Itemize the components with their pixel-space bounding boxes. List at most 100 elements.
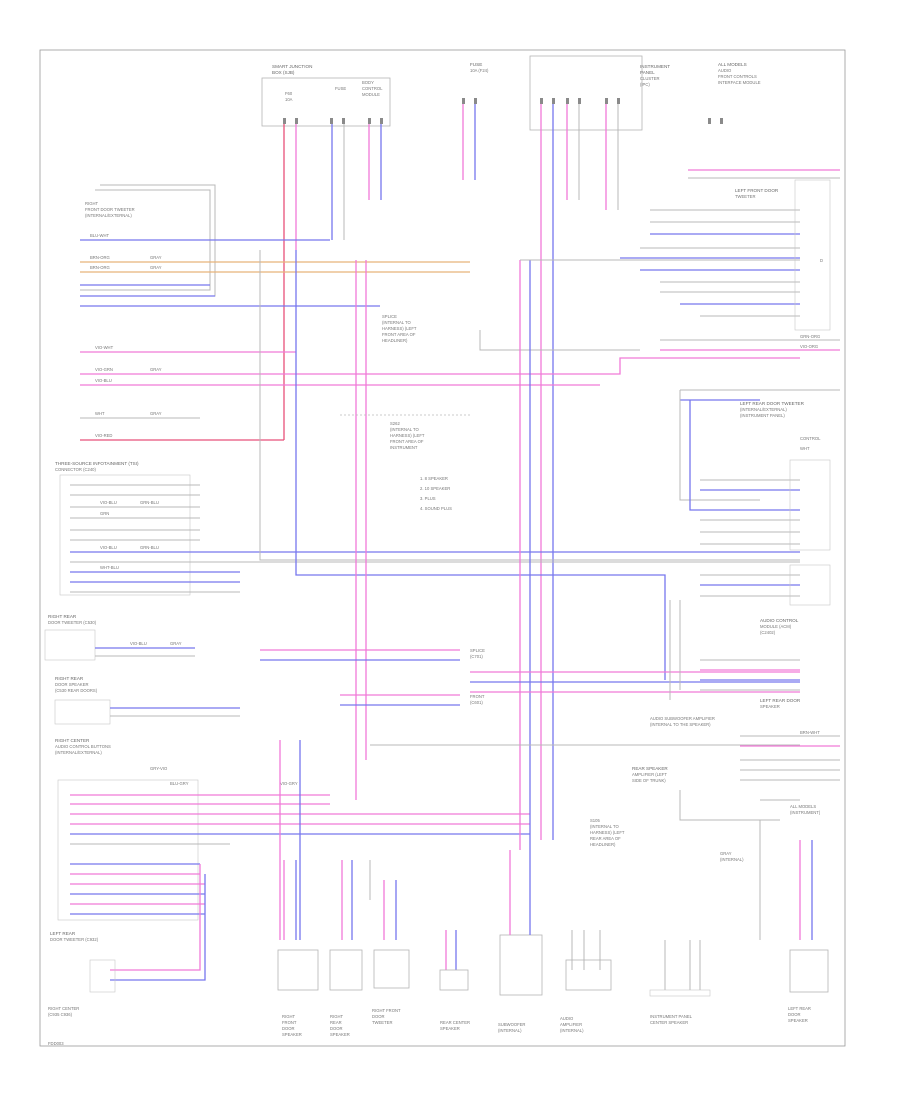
svg-text:REAR: REAR [330, 1020, 342, 1025]
svg-text:GRAY: GRAY [720, 851, 732, 856]
svg-text:(C701): (C701) [470, 654, 483, 659]
svg-text:RIGHT FRONT: RIGHT FRONT [372, 1008, 401, 1013]
svg-text:(C2402): (C2402) [760, 630, 776, 635]
svg-text:RIGHT: RIGHT [330, 1014, 343, 1019]
svg-text:GRAY: GRAY [150, 255, 162, 260]
svg-text:LEFT REAR: LEFT REAR [50, 931, 76, 936]
svg-text:2. 10 SPEAKER: 2. 10 SPEAKER [420, 486, 450, 491]
svg-text:SIDE OF TRUNK): SIDE OF TRUNK) [632, 778, 666, 783]
svg-text:GRY-VIO: GRY-VIO [150, 766, 168, 771]
svg-text:(INSTRUMENT PANEL): (INSTRUMENT PANEL) [740, 413, 785, 418]
svg-text:FUSE: FUSE [470, 62, 482, 67]
svg-text:FRONT: FRONT [470, 694, 485, 699]
left-lower-harness: RIGHT CENTER AUDIO CONTROL BUTTONS (INTE… [55, 738, 530, 981]
svg-text:SPEAKER: SPEAKER [282, 1032, 302, 1037]
svg-text:RIGHT CENTER: RIGHT CENTER [55, 738, 90, 743]
svg-text:VIO-BLU: VIO-BLU [100, 500, 117, 505]
svg-text:FRONT DOOR TWEETER: FRONT DOOR TWEETER [85, 207, 135, 212]
right-speaker-block-lower: AUDIO CONTROL MODULE (ACM) (C2402) LEFT … [669, 564, 840, 781]
svg-text:CLUSTER: CLUSTER [640, 76, 660, 81]
bottom-component-ip-center-speaker: INSTRUMENT PANEL CENTER SPEAKER [649, 940, 711, 1025]
svg-text:DOOR TWEETER (C932): DOOR TWEETER (C932) [50, 937, 99, 942]
svg-text:(INTERNAL): (INTERNAL) [720, 857, 744, 862]
center-bus: SPLICE (INTERNAL TO HARNESS) (LEFT FRONT… [259, 250, 800, 850]
svg-text:(C530 REAR DOORS): (C530 REAR DOORS) [55, 688, 98, 693]
svg-text:REAR SPEAKER: REAR SPEAKER [632, 766, 668, 771]
svg-text:1. 8 SPEAKER: 1. 8 SPEAKER [420, 476, 448, 481]
svg-text:GRAY: GRAY [150, 265, 162, 270]
svg-text:3. PLUS: 3. PLUS [420, 496, 436, 501]
svg-text:GRN-BLU: GRN-BLU [140, 545, 159, 550]
svg-text:HARNESS) (LEFT: HARNESS) (LEFT [390, 433, 425, 438]
svg-text:10A: 10A [285, 97, 293, 102]
svg-text:BOX (SJB): BOX (SJB) [272, 70, 295, 75]
svg-text:AUDIO CONTROL: AUDIO CONTROL [760, 618, 799, 623]
svg-text:PANEL: PANEL [640, 70, 655, 75]
bottom-component-left-rear-speaker: LEFT REAR DOOR SPEAKER [788, 840, 829, 1023]
svg-text:RIGHT REAR: RIGHT REAR [55, 676, 84, 681]
svg-text:DOOR: DOOR [788, 1012, 801, 1017]
svg-text:SPLICE: SPLICE [382, 314, 397, 319]
svg-text:DOOR: DOOR [282, 1026, 295, 1031]
svg-text:HEADLINER): HEADLINER) [382, 338, 408, 343]
svg-text:DOOR: DOOR [330, 1026, 343, 1031]
svg-text:(INTERNAL TO THE SPEAKER): (INTERNAL TO THE SPEAKER) [650, 722, 711, 727]
top-connector-instrument-panel: INSTRUMENT PANEL CLUSTER (IPC) [529, 55, 670, 131]
svg-text:INTERFACE MODULE: INTERFACE MODULE [718, 80, 761, 85]
bottom-component-right-front-tweeter: RIGHT FRONT DOOR TWEETER [372, 880, 410, 1025]
svg-text:GRN-BLU: GRN-BLU [140, 500, 159, 505]
svg-text:TWEETER: TWEETER [735, 194, 755, 199]
left-mid-harness: VIO-WHT VIO-GRN VIO-BLU WHT VIO-RED GRAY… [80, 345, 800, 441]
svg-text:BODY: BODY [362, 80, 374, 85]
svg-text:HEADLINER): HEADLINER) [590, 842, 616, 847]
svg-text:VIO-ORG: VIO-ORG [800, 344, 818, 349]
bottom-component-rear-center-speaker: REAR CENTER SPEAKER [439, 930, 470, 1031]
svg-text:LEFT REAR: LEFT REAR [788, 1006, 811, 1011]
svg-text:VIO-WHT: VIO-WHT [95, 345, 114, 350]
svg-text:GRAY: GRAY [150, 367, 162, 372]
svg-text:VIO-BLU: VIO-BLU [130, 641, 147, 646]
svg-text:FRONT: FRONT [282, 1020, 297, 1025]
svg-text:10A (F24): 10A (F24) [470, 68, 489, 73]
svg-text:SPEAKER: SPEAKER [760, 704, 780, 709]
svg-text:VIO-GRN: VIO-GRN [95, 367, 113, 372]
svg-text:4. SOUND PLUS: 4. SOUND PLUS [420, 506, 452, 511]
svg-text:(INTERNAL/EXTERNAL): (INTERNAL/EXTERNAL) [55, 750, 102, 755]
svg-text:(INSTRUMENT): (INSTRUMENT) [790, 810, 821, 815]
svg-text:INSTRUMENT PANEL: INSTRUMENT PANEL [650, 1014, 693, 1019]
left-rear-speaker-block: RIGHT REAR DOOR SPEAKER (C530 REAR DOORS… [54, 676, 240, 725]
svg-text:HARNESS) (LEFT: HARNESS) (LEFT [382, 326, 417, 331]
svg-text:(INTERNAL TO: (INTERNAL TO [390, 427, 420, 432]
svg-text:(C935 C936): (C935 C936) [48, 1012, 73, 1017]
svg-text:HARNESS) (LEFT: HARNESS) (LEFT [590, 830, 625, 835]
svg-text:FRONT CONTROLS: FRONT CONTROLS [718, 74, 757, 79]
right-amp-area: REAR SPEAKER AMPLIFIER (LEFT SIDE OF TRU… [590, 766, 821, 862]
svg-text:(INTERNAL TO: (INTERNAL TO [382, 320, 412, 325]
svg-text:(IPC): (IPC) [640, 82, 650, 87]
svg-text:(INTERNAL/EXTERNAL): (INTERNAL/EXTERNAL) [85, 213, 132, 218]
svg-text:BRN-ORG: BRN-ORG [90, 265, 110, 270]
top-connector-fuse-block: SMART JUNCTION BOX (SJB) F60 10A FUSE BO… [261, 64, 391, 127]
right-tweeter-block: LEFT FRONT DOOR TWEETER D [620, 169, 840, 331]
svg-text:CONTROL: CONTROL [800, 436, 821, 441]
figure-code: FDD003 [48, 1041, 64, 1046]
svg-text:BLU-GRY: BLU-GRY [170, 781, 189, 786]
svg-text:MODULE (ACM): MODULE (ACM) [760, 624, 792, 629]
diagram-frame [39, 49, 846, 1047]
svg-text:LEFT REAR DOOR: LEFT REAR DOOR [760, 698, 801, 703]
svg-text:RIGHT: RIGHT [85, 201, 98, 206]
svg-text:GRAY: GRAY [170, 641, 182, 646]
svg-text:REAR AREA OF: REAR AREA OF [590, 836, 621, 841]
svg-text:WHT-BLU: WHT-BLU [100, 565, 119, 570]
svg-text:ALL MODELS: ALL MODELS [790, 804, 816, 809]
svg-text:CONTROL: CONTROL [362, 86, 383, 91]
svg-text:F60: F60 [285, 91, 293, 96]
svg-text:SPEAKER: SPEAKER [440, 1026, 460, 1031]
svg-text:INSTRUMENT: INSTRUMENT [640, 64, 670, 69]
svg-text:AMPLIFIER: AMPLIFIER [560, 1022, 582, 1027]
svg-text:(INTERNAL): (INTERNAL) [560, 1028, 584, 1033]
svg-text:GRN-ORG: GRN-ORG [800, 334, 820, 339]
svg-text:BRN-WHT: BRN-WHT [800, 730, 820, 735]
svg-text:CONNECTOR (C240): CONNECTOR (C240) [55, 467, 96, 472]
